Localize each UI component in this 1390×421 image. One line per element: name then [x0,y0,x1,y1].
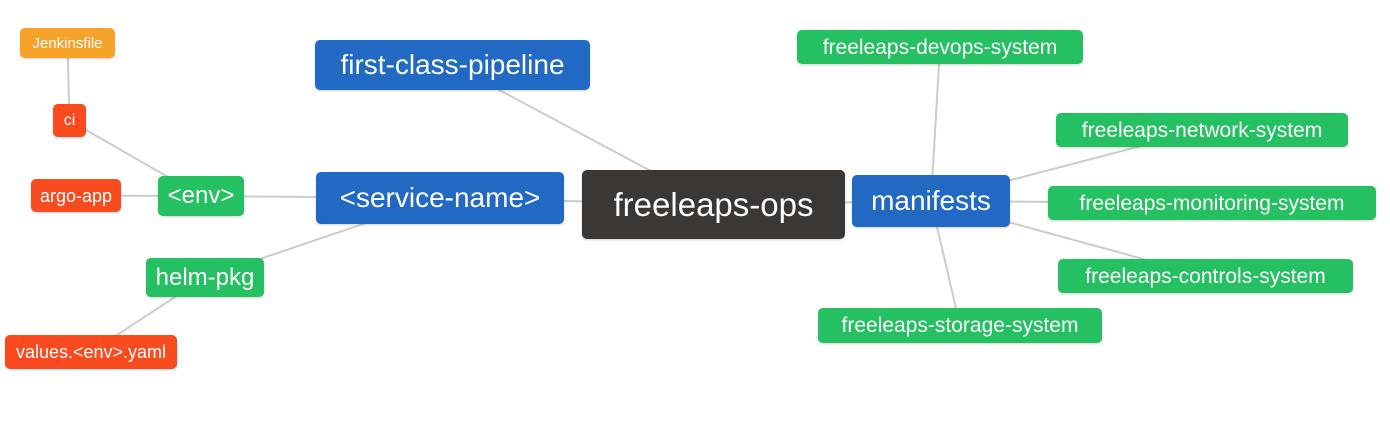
node-manifests[interactable]: manifests [852,175,1010,227]
node-service-name[interactable]: <service-name> [316,172,564,224]
node-freeleaps-controls-system[interactable]: freeleaps-controls-system [1058,259,1353,293]
node-ci[interactable]: ci [53,104,86,137]
node-argo-app[interactable]: argo-app [31,179,121,212]
node-values-env-yaml[interactable]: values.<env>.yaml [5,335,177,369]
node-freeleaps-devops-system[interactable]: freeleaps-devops-system [797,30,1083,64]
node-first-class-pipeline[interactable]: first-class-pipeline [315,40,590,90]
node-freeleaps-network-system[interactable]: freeleaps-network-system [1056,113,1348,147]
node-freeleaps-ops[interactable]: freeleaps-ops [582,170,845,239]
node-env[interactable]: <env> [158,176,244,216]
node-helm-pkg[interactable]: helm-pkg [146,258,264,297]
node-freeleaps-monitoring-system[interactable]: freeleaps-monitoring-system [1048,186,1376,220]
node-jenkinsfile[interactable]: Jenkinsfile [20,28,115,58]
node-freeleaps-storage-system[interactable]: freeleaps-storage-system [818,308,1102,343]
